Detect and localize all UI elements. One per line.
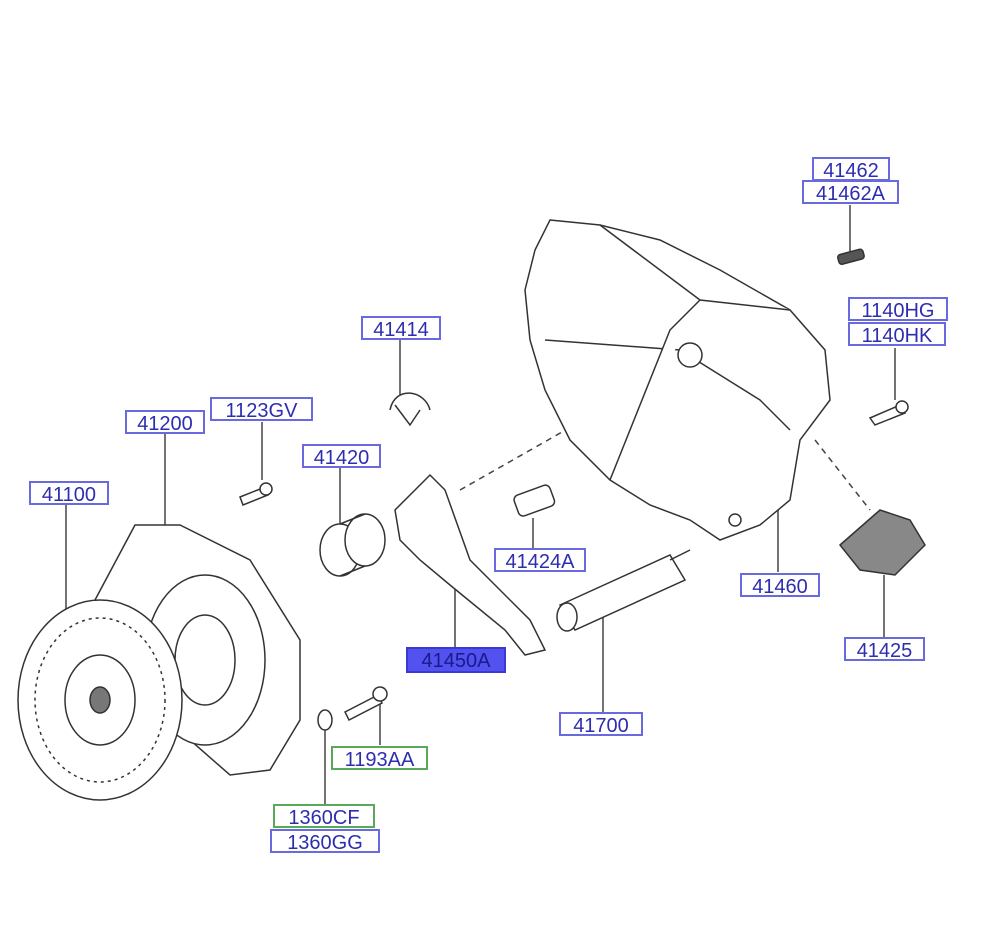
part-label-41425[interactable]: 41425 bbox=[844, 637, 925, 662]
cylinder-41700 bbox=[556, 549, 691, 632]
part-label-1123GV[interactable]: 1123GV bbox=[210, 397, 313, 422]
release-fork-41450A bbox=[394, 473, 547, 656]
part-label-41700[interactable]: 41700 bbox=[559, 712, 643, 737]
part-label-41420[interactable]: 41420 bbox=[302, 444, 381, 469]
part-label-41100[interactable]: 41100 bbox=[29, 481, 109, 506]
part-label-41450A-selected[interactable]: 41450A bbox=[406, 647, 506, 673]
bolt-41462 bbox=[837, 248, 865, 266]
part-label-41414[interactable]: 41414 bbox=[361, 316, 441, 341]
clutch-disc-41100 bbox=[17, 599, 183, 801]
part-label-41424A[interactable]: 41424A bbox=[494, 548, 586, 573]
dust-boot-41425 bbox=[838, 509, 926, 576]
release-bearing-41420 bbox=[319, 513, 386, 577]
bolt-1193AA bbox=[343, 686, 388, 722]
bolt-1140 bbox=[868, 400, 909, 426]
clip-41414 bbox=[389, 392, 431, 427]
part-label-1193AA[interactable]: 1193AA bbox=[331, 746, 428, 771]
part-label-41200[interactable]: 41200 bbox=[125, 410, 205, 435]
part-label-1360CF[interactable]: 1360CF bbox=[273, 804, 375, 829]
part-label-1360GG[interactable]: 1360GG bbox=[270, 829, 380, 854]
washer-1360 bbox=[317, 709, 333, 731]
bell-housing-41460 bbox=[524, 219, 831, 541]
part-label-41460[interactable]: 41460 bbox=[740, 573, 820, 598]
part-label-41462A[interactable]: 41462A bbox=[802, 180, 899, 205]
part-label-1140HG[interactable]: 1140HG bbox=[848, 297, 948, 322]
part-label-1140HK[interactable]: 1140HK bbox=[848, 322, 946, 347]
pivot-41424A bbox=[513, 484, 556, 517]
part-label-41462[interactable]: 41462 bbox=[812, 157, 890, 182]
bolt-1123GV bbox=[239, 482, 273, 506]
